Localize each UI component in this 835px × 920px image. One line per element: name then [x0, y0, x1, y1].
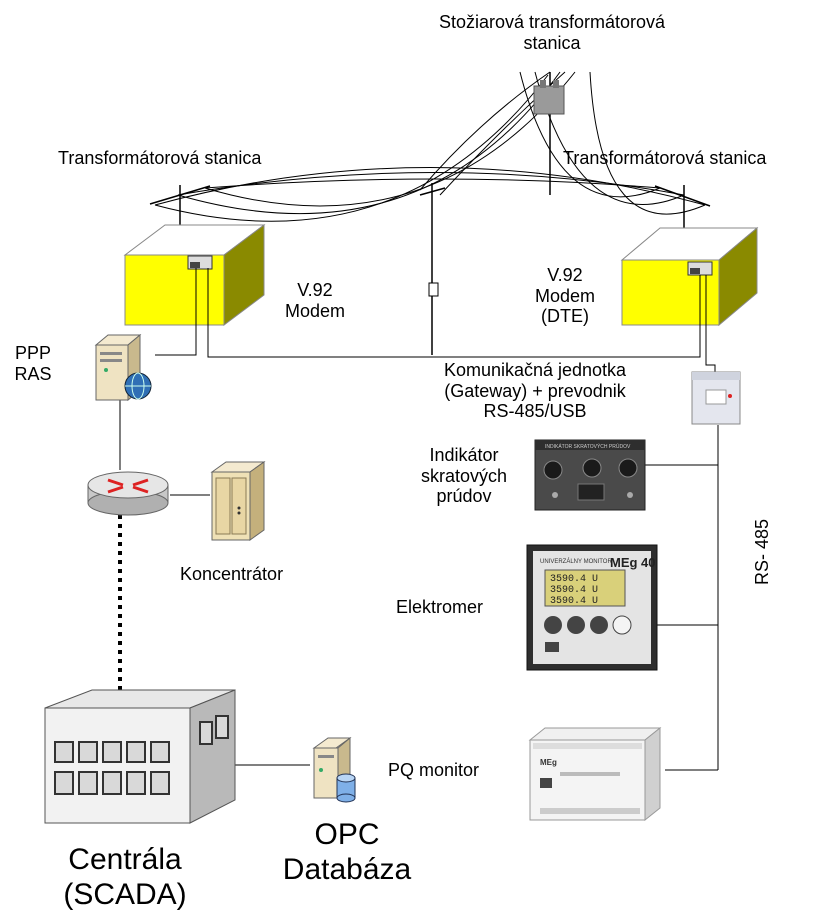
rs485-label: RS- 485 [752, 518, 772, 585]
opc-label: OPC Databáza [262, 818, 432, 887]
ras-server-icon [94, 333, 152, 402]
power-line [204, 178, 661, 189]
power-line [204, 71, 576, 207]
station-box-right [620, 226, 759, 327]
station-right-label: Transformátorová stanica [563, 148, 767, 168]
power-line [177, 71, 561, 215]
modem-right-label: V.92 Modem (DTE) [525, 265, 605, 327]
gateway-line-1: Komunikačná jednotka [443, 360, 627, 380]
gateway-label: Komunikačná jednotka (Gateway) + prevodn… [400, 360, 670, 422]
station-left-label: Transformátorová stanica [58, 148, 262, 168]
central-line-2: (SCADA) [63, 877, 187, 911]
indicator-device: INDIKÁTOR SKRATOVÝCH PRÚDOV [534, 439, 646, 511]
power-line [419, 71, 551, 191]
indicator-line-2: skratových [420, 465, 508, 486]
gateway-line-3: RS-485/USB [483, 401, 587, 422]
meter-device: UNIVERZÁLNY MONITOR MEg 40 3590.4 U 3590… [526, 544, 658, 671]
modem-left-label: V.92 Modem [275, 280, 355, 321]
wiring [119, 268, 719, 771]
pole-station-line-1: Stožiarová transformátorová [438, 12, 666, 32]
router-icon [87, 471, 169, 516]
modem-left-line-1: V.92 [297, 280, 333, 300]
opc-line-2: Databáza [282, 852, 412, 886]
opc-line-1: OPC [314, 818, 380, 851]
gateway-device [691, 371, 741, 425]
meter-row-3: 3590.4 U [550, 596, 598, 607]
pq-monitor-label: PQ monitor [388, 760, 480, 780]
meter-row-2: 3590.4 U [550, 585, 598, 596]
power-line [589, 71, 706, 215]
middle-pole [419, 183, 446, 355]
meter-header-text: UNIVERZÁLNY MONITOR [540, 558, 612, 565]
modem-left-line-2: Modem [284, 300, 346, 321]
pole-station-line-2: stanica [523, 32, 581, 53]
modem-right-line-3: (DTE) [541, 306, 589, 327]
opc-database-icon [312, 736, 356, 803]
meter-brand-text: MEg 40 [610, 555, 656, 570]
modem-right-line-2: Modem [534, 285, 596, 306]
ppp-label: PPP [14, 343, 52, 363]
indicator-line-1: Indikátor [429, 445, 499, 465]
modem-right-line-1: V.92 [547, 265, 583, 285]
gateway-line-2: (Gateway) + prevodnik [444, 380, 626, 401]
ppp-ras-label: PPP RAS [8, 343, 58, 384]
ras-label: RAS [14, 363, 52, 384]
indicator-label: Indikátor skratových prúdov [400, 445, 528, 507]
overhead-lines [154, 71, 706, 222]
indicator-header-text: INDIKÁTOR SKRATOVÝCH PRÚDOV [545, 443, 631, 450]
meter-label: Elektromer [396, 597, 484, 617]
concentrator-label: Koncentrátor [180, 564, 284, 584]
pq-brand-text: MEg [540, 758, 557, 767]
power-line [519, 71, 661, 198]
pole-transformer [533, 72, 565, 195]
concentrator-icon [210, 461, 266, 541]
meter-row-1: 3590.4 U [550, 574, 598, 585]
central-building-icon [44, 689, 236, 824]
central-label: Centrála (SCADA) [20, 843, 230, 912]
station-box-left [123, 224, 266, 326]
indicator-line-3: prúdov [436, 486, 492, 507]
central-line-1: Centrála [68, 843, 182, 876]
pq-monitor-device: MEg [528, 726, 662, 822]
pole-station-label: Stožiarová transformátorová stanica [392, 12, 712, 53]
